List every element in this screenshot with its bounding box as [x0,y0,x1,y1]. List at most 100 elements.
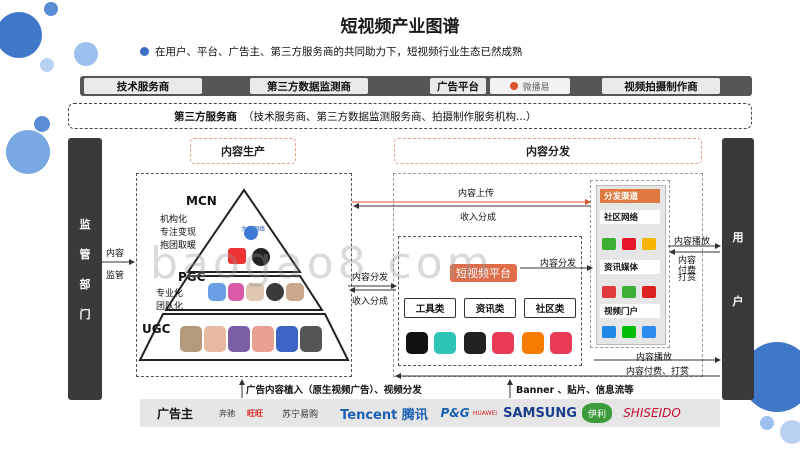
weibo-icon [622,238,636,250]
regulator-char: 门 [79,308,91,321]
subtitle-text: 在用户、平台、广告主、第三方服务商的共同助力下，短视频行业生态已然成熟 [155,46,523,58]
ad-platform-logo-text: 微播易 [522,82,550,93]
regulator-panel: 监 管 部 门 [68,138,102,400]
decor-circle-medium [74,42,98,66]
regulation-label: 监管 [106,271,125,281]
netease-icon [642,286,656,298]
regulator-char: 管 [79,248,91,261]
tier-mcn-note: 抱团取暖 [160,241,197,251]
top-bar-item-data: 第三方数据监测商 [250,78,368,94]
brand-mercedes: 奔驰 [219,408,235,418]
decor-circle-bottom-left [6,130,50,174]
third-party-bar: 第三方服务商 （技术服务商、第三方数据监测服务商、拍摄制作服务机构...） [68,103,752,129]
right-distribution-label: 内容分发 [540,259,577,269]
play-app-icon [492,332,514,354]
ugc-app-icon [180,326,202,352]
watermark: baogao8.com [150,238,494,289]
brand-suning: 苏宁易购 [281,409,318,420]
bullet-icon [140,47,149,56]
pgc-app-icon [286,283,304,301]
tier-pgc-note: 团队化 [156,302,184,312]
ugc-app-icon [252,326,274,352]
brand-tencent: Tencent 腾讯 [340,407,428,423]
upload-label: 内容上传 [458,189,495,199]
tier-mcn-note: 机构化 [160,215,188,225]
third-party-detail: （技术服务商、第三方数据监测服务商、拍摄制作服务机构...） [243,110,537,123]
tier-pgc-note: 专业化 [156,289,184,299]
brand-shiseido: SHISEIDO [623,406,681,420]
decor-circle-right-small [760,416,774,430]
channel-box [590,180,670,348]
tier-ugc-label: UGC [142,322,171,336]
douyin-icon [406,332,428,354]
channel-video-portal: 视频门户 [600,304,660,318]
top-bar-item-ad: 广告平台 [430,78,486,94]
user-panel: 用 户 [722,138,754,400]
regulator-char: 部 [79,278,91,291]
production-box [136,173,352,377]
ad-flow-left-label: 广告内容植入（原生视频广告）、视频分发 [246,385,422,396]
pgc-app-icon [228,283,244,301]
mcn-app-icon [252,248,270,266]
ugc-app-icon [204,326,226,352]
category-news: 资讯类 [464,298,516,318]
user-char: 用 [732,231,744,244]
bottom-paid-tip-label: 内容付费、打赏 [626,367,690,377]
top-service-bar [80,76,752,96]
channel-header: 分发渠道 [600,189,660,203]
pyramid-pgc [164,275,324,311]
brand-yili: 伊利 [582,403,612,423]
mcn-app-icon [244,226,258,240]
third-party-label: 第三方服务商 [174,110,237,123]
ugc-app-icon [228,326,250,352]
mid-revenue-label: 收入分成 [352,297,389,307]
logo-dot-icon [510,82,519,90]
brand-wangwang: 旺旺 [247,408,263,418]
tier-mcn-label: MCN [186,194,217,208]
ad-platform-logo: 微播易 [490,78,570,94]
mid-distribution-label: 内容分发 [352,273,389,283]
tieba-icon [642,238,656,250]
platform-box [398,236,582,366]
bottom-play-label: 内容播放 [636,353,673,363]
channel-news: 资讯媒体 [600,260,660,274]
tip-label: 打赏 [678,273,697,283]
top-bar-item-tech: 技术服务商 [84,78,202,94]
regulator-char: 监 [79,218,91,231]
brand-samsung: SAMSUNG [503,405,577,421]
revenue-share-label: 收入分成 [460,213,497,223]
advertiser-bar [140,399,720,427]
kuaishou-icon [522,332,544,354]
iqiyi-icon [622,326,636,338]
video-app-icon [550,332,572,354]
camera-app-icon [464,332,486,354]
page-title: 短视频产业图谱 [340,17,460,37]
channel-community: 社区网络 [600,210,660,224]
paid-label: 内容付费 [678,256,697,276]
decor-circle-large [0,12,42,58]
section-content-distribution: 内容分发 [394,138,702,164]
decor-circle-small [44,2,58,16]
decor-circle-bottom-left2 [34,116,50,132]
category-tools: 工具类 [404,298,456,318]
regulation-label: 内容 [106,249,125,259]
tencent-video-icon [642,326,656,338]
advertiser-label: 广告主 [156,406,193,421]
decor-circle-light [40,58,54,72]
tool-app-icon [434,332,456,354]
decor-circle-right-light [780,420,800,444]
top-bar-item-production: 视频拍摄制作商 [602,78,720,94]
category-community: 社区类 [524,298,576,318]
wechat-icon [602,238,616,250]
ad-flow-right-label: Banner 、贴片、信息流等 [516,385,634,396]
section-content-production: 内容生产 [190,138,296,164]
news-app-icon [622,286,636,298]
platform-center-label: 短视频平台 [450,264,517,282]
pgc-app-icon [246,283,264,301]
brand-pg: P&G [440,406,470,420]
pgc-app-icon [266,283,284,301]
tier-pgc-label: PGC [178,270,206,284]
play-label: 内容播放 [674,237,711,247]
ugc-app-icon [276,326,298,352]
user-char: 户 [732,295,744,308]
